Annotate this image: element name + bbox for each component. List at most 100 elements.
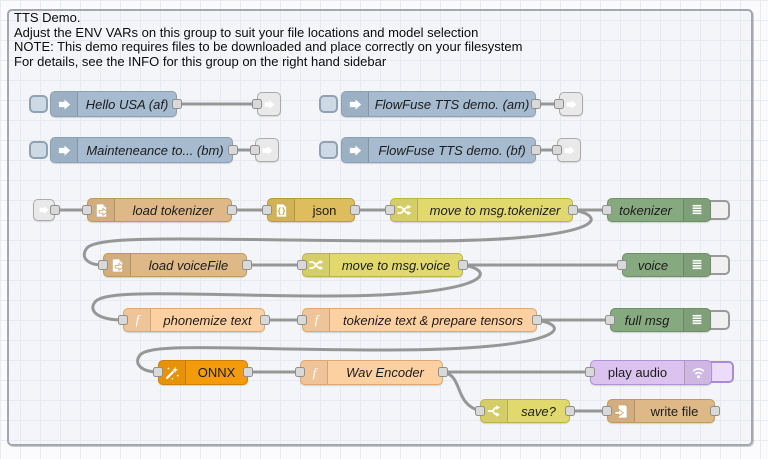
port[interactable] [154,368,163,377]
node-label: load tokenizer [115,199,231,221]
node-file-load-voicefile[interactable]: load voiceFile [103,253,247,277]
port[interactable] [603,407,612,416]
link-out-icon [261,144,274,157]
port[interactable] [244,368,253,377]
port[interactable] [606,316,615,325]
node-onnx[interactable]: ONNX [158,360,248,385]
inject-trigger-button[interactable] [29,95,48,113]
node-file-write[interactable]: write file [607,399,715,423]
port[interactable] [618,261,627,270]
group-label-line: TTS Demo. [14,11,522,26]
node-label: json [295,199,354,221]
svg-text:f: f [312,365,318,380]
node-label: phonemize text [151,309,264,331]
port[interactable] [586,368,595,377]
node-inject-tts-am[interactable]: FlowFuse TTS demo. (am) [341,91,536,117]
node-label: move to msg.tokenizer [418,199,572,221]
port[interactable] [459,261,468,270]
port[interactable] [263,206,272,215]
inject-trigger-button[interactable] [29,141,48,159]
port[interactable] [553,146,562,155]
group-label-line: For details, see the INFO for this group… [14,55,522,70]
function-icon: f [303,309,330,331]
node-debug-voice[interactable]: voice [622,253,711,277]
node-label: Mainteneance to... (bm) [78,138,232,162]
port[interactable] [243,261,252,270]
port[interactable] [296,368,305,377]
node-label: load voiceFile [131,254,246,276]
node-function-tokenize-tensors[interactable]: f tokenize text & prepare tensors [302,308,537,332]
function-icon: f [301,361,328,384]
port[interactable] [253,100,262,109]
group-label: TTS Demo. Adjust the ENV VARs on this gr… [14,11,522,69]
node-function-wav-encoder[interactable]: f Wav Encoder [300,360,443,385]
node-label: tokenize text & prepare tensors [330,309,536,331]
port[interactable] [99,261,108,270]
link-in-icon [38,204,50,216]
port[interactable] [298,316,307,325]
port[interactable] [261,316,270,325]
node-label: write file [635,400,714,422]
debug-output-icon [683,199,710,221]
inject-arrow-icon [51,92,78,116]
port[interactable] [228,206,237,215]
port[interactable] [351,206,360,215]
inject-trigger-button[interactable] [319,141,338,159]
node-label: play audio [591,361,684,384]
port[interactable] [711,407,720,416]
link-out-icon [263,98,276,111]
node-label: save? [508,400,569,422]
node-switch-save[interactable]: save? [480,399,570,423]
debug-output-icon [683,254,710,276]
debug-output-icon [683,309,710,331]
node-debug-tokenizer[interactable]: tokenizer [607,198,711,222]
link-out-icon [563,144,576,157]
port[interactable] [439,368,448,377]
node-label: voice [623,254,683,276]
node-play-audio[interactable]: play audio [590,360,712,385]
group-label-line: NOTE: This demo requires files to be dow… [14,40,522,55]
node-change-move-tokenizer[interactable]: move to msg.tokenizer [390,198,573,222]
port[interactable] [251,146,260,155]
port[interactable] [51,206,60,215]
link-out-icon [565,98,578,111]
node-inject-hello-usa[interactable]: Hello USA (af) [50,91,177,117]
port[interactable] [603,206,612,215]
file-in-icon [88,199,115,221]
port[interactable] [533,316,542,325]
node-json[interactable]: {} json [267,198,355,222]
port[interactable] [83,206,92,215]
port[interactable] [298,261,307,270]
port[interactable] [532,146,541,155]
port[interactable] [476,407,485,416]
inject-arrow-icon [342,92,369,116]
node-debug-fullmsg[interactable]: full msg [610,308,711,332]
node-label: tokenizer [608,199,683,221]
node-label: FlowFuse TTS demo. (bf) [369,138,535,162]
port[interactable] [229,146,238,155]
group-label-line: Adjust the ENV VARs on this group to sui… [14,26,522,41]
shuffle-icon [391,199,418,221]
node-label: Hello USA (af) [78,92,176,116]
port[interactable] [555,100,564,109]
audio-waves-icon [684,361,711,384]
port[interactable] [119,316,128,325]
port[interactable] [173,100,182,109]
port[interactable] [532,100,541,109]
node-function-phonemize[interactable]: f phonemize text [123,308,265,332]
port[interactable] [386,206,395,215]
svg-text:{}: {} [276,206,285,215]
node-file-load-tokenizer[interactable]: load tokenizer [87,198,232,222]
inject-trigger-button[interactable] [319,95,338,113]
node-label: full msg [611,309,683,331]
file-in-icon [104,254,131,276]
node-change-move-voice[interactable]: move to msg.voice [302,253,463,277]
node-inject-tts-bf[interactable]: FlowFuse TTS demo. (bf) [341,137,536,163]
magic-wand-icon [159,361,186,384]
port[interactable] [566,407,575,416]
switch-fork-icon [481,400,508,422]
node-label: FlowFuse TTS demo. (am) [369,92,535,116]
port[interactable] [569,206,578,215]
node-inject-maintenance[interactable]: Mainteneance to... (bm) [50,137,233,163]
